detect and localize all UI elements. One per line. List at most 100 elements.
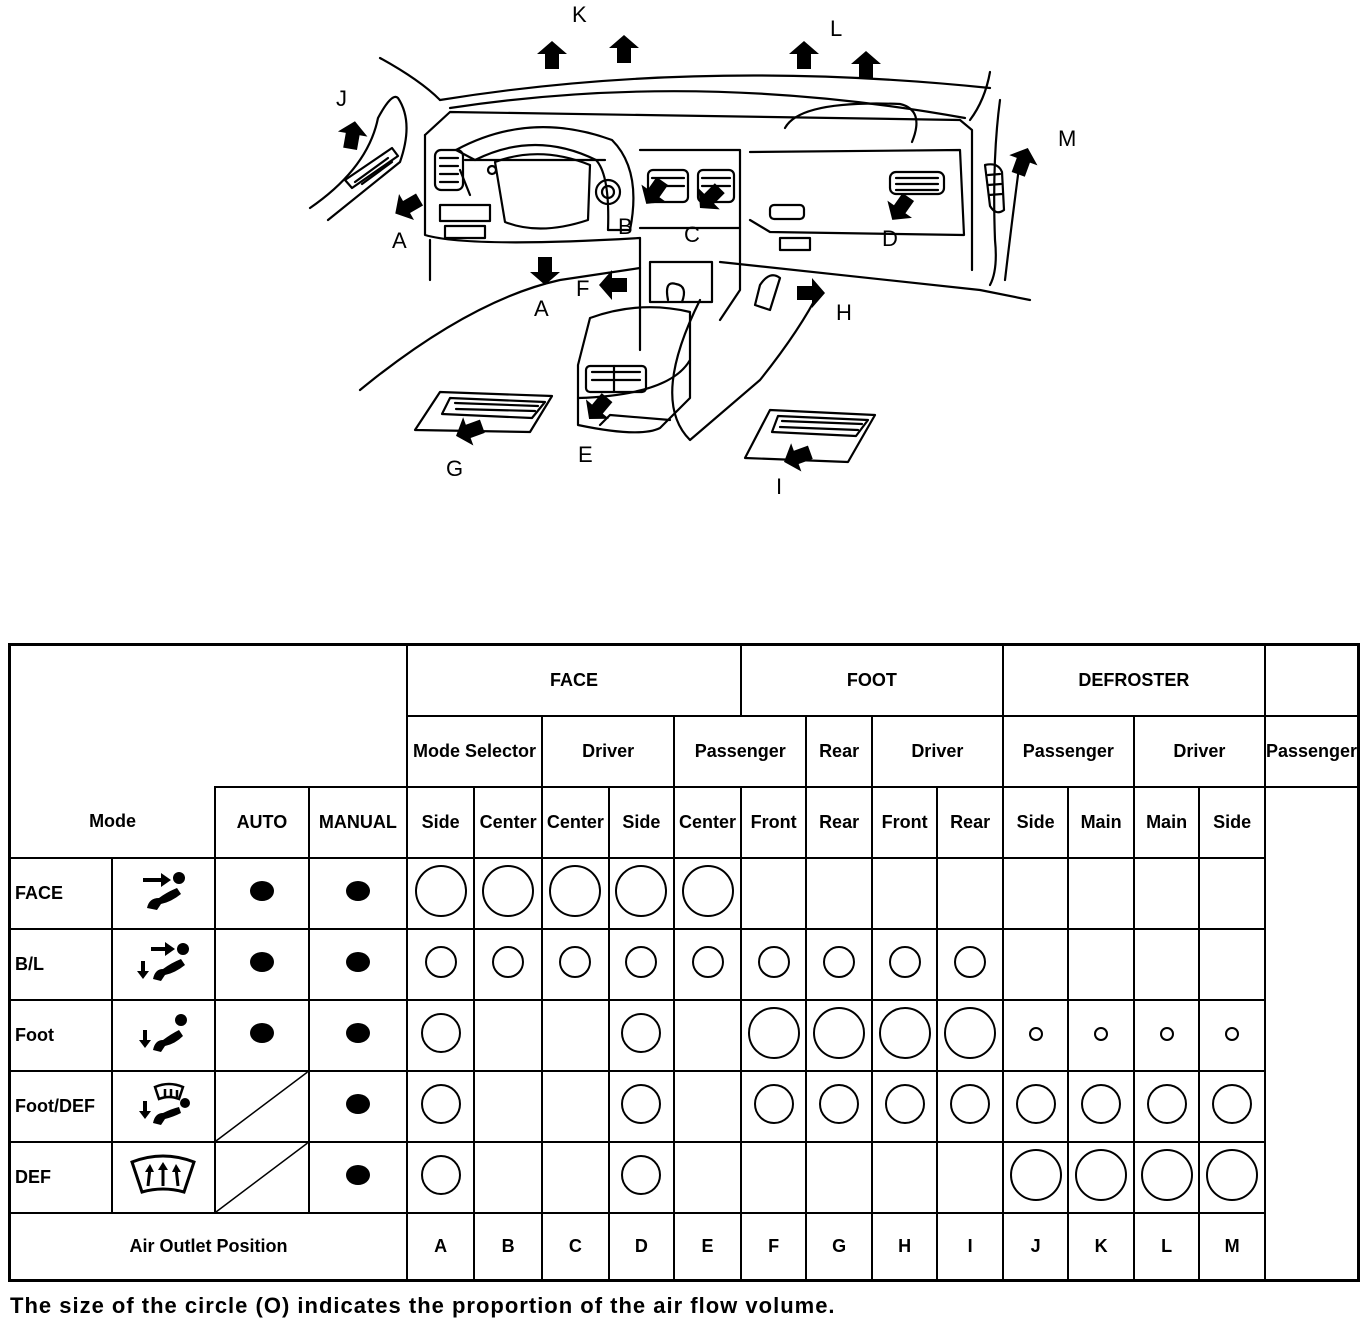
airflow-cell-l xyxy=(1132,927,1201,1001)
header-group-foot: FOOT xyxy=(739,643,1004,717)
airflow-volume-circle xyxy=(884,1083,925,1124)
airflow-volume-circle xyxy=(482,864,535,917)
airflow-volume-circle xyxy=(492,945,525,978)
outlet-position-a: A xyxy=(406,1211,476,1282)
outlet-label-b: B xyxy=(618,214,633,239)
airflow-cell-a xyxy=(406,1069,476,1143)
airflow-cell-b xyxy=(473,856,544,930)
airflow-volume-circle xyxy=(621,1083,662,1124)
header-col-l: Main xyxy=(1132,785,1201,859)
airflow-volume-circle xyxy=(681,864,734,917)
airflow-cell-h xyxy=(870,998,939,1072)
header-def-passenger: Passenger xyxy=(1263,714,1360,788)
header-foot-passenger: Passenger xyxy=(1001,714,1135,788)
manual-selector-cell xyxy=(307,856,409,930)
airflow-cell-m xyxy=(1198,998,1266,1072)
airflow-cell-g xyxy=(805,856,873,930)
airflow-cell-f xyxy=(739,927,808,1001)
not-available-slash xyxy=(216,1143,308,1212)
airflow-cell-i xyxy=(936,1140,1004,1214)
airflow-cell-j xyxy=(1001,856,1070,930)
airflow-volume-circle xyxy=(621,1154,662,1195)
airflow-cell-f xyxy=(739,856,808,930)
airflow-volume-circle xyxy=(823,945,856,978)
outlet-label-l: L xyxy=(830,16,842,41)
airflow-cell-k xyxy=(1067,927,1135,1001)
header-face-passenger: Passenger xyxy=(673,714,808,788)
outlet-label-c: C xyxy=(684,222,700,247)
airflow-cell-m xyxy=(1198,927,1266,1001)
airflow-volume-circle xyxy=(1206,1148,1259,1201)
airflow-volume-circle xyxy=(747,1006,800,1059)
outlet-label-f: F xyxy=(576,276,589,301)
airflow-cell-k xyxy=(1067,856,1135,930)
mode-icon-cell xyxy=(110,927,217,1001)
airflow-cell-d xyxy=(607,1140,676,1214)
airflow-volume-circle xyxy=(1081,1083,1122,1124)
outlet-position-g: G xyxy=(805,1211,873,1282)
airflow-cell-b xyxy=(473,998,544,1072)
airflow-volume-circle xyxy=(414,864,467,917)
airflow-volume-circle xyxy=(420,1154,461,1195)
outlet-label-e: E xyxy=(578,442,593,467)
airflow-volume-circle xyxy=(753,1083,794,1124)
header-face-driver: Driver xyxy=(541,714,676,788)
manual-available-dot xyxy=(345,880,370,901)
airflow-cell-d xyxy=(607,927,676,1001)
auto-selector-cell xyxy=(214,1069,310,1143)
auto-selector-cell xyxy=(214,856,310,930)
manual-selector-cell xyxy=(307,1069,409,1143)
manual-selector-cell xyxy=(307,927,409,1001)
airflow-cell-c xyxy=(541,1069,610,1143)
airflow-cell-e xyxy=(673,998,742,1072)
airflow-cell-c xyxy=(541,998,610,1072)
outlet-position-k: K xyxy=(1067,1211,1135,1282)
airflow-arrows xyxy=(335,35,1042,476)
outlet-label-a-bottom: A xyxy=(534,296,549,321)
foot-mode-icon xyxy=(114,1010,213,1061)
header-col-f: Front xyxy=(739,785,808,859)
mode-row-2: Foot xyxy=(8,998,1359,1072)
defrost-mode-icon xyxy=(114,1152,213,1203)
mode-icon-cell xyxy=(110,1140,217,1214)
airflow-cell-k xyxy=(1067,1140,1135,1214)
airflow-volume-circle xyxy=(1140,1148,1193,1201)
footnote: The size of the circle (O) indicates the… xyxy=(10,1293,836,1318)
airflow-cell-c xyxy=(541,927,610,1001)
airflow-cell-m xyxy=(1198,856,1266,930)
auto-selector-cell xyxy=(214,927,310,1001)
airflow-volume-circle xyxy=(1009,1148,1062,1201)
dashboard-airflow-diagram: A B C D A F H E G I J K L M xyxy=(308,2,1076,499)
header-group-face: FACE xyxy=(406,643,742,717)
foot-def-mode-icon xyxy=(114,1081,213,1132)
outlet-label-h: H xyxy=(836,300,852,325)
airflow-cell-b xyxy=(473,1140,544,1214)
airflow-cell-i xyxy=(936,927,1004,1001)
airflow-volume-circle xyxy=(954,945,987,978)
airflow-cell-h xyxy=(870,927,939,1001)
header-col-e: Center xyxy=(673,785,742,859)
outlet-label-j: J xyxy=(336,86,347,111)
manual-selector-cell xyxy=(307,1140,409,1214)
airflow-cell-m xyxy=(1198,1140,1266,1214)
airflow-cell-f xyxy=(739,1069,808,1143)
airflow-volume-circle xyxy=(1225,1026,1240,1041)
airflow-volume-circle xyxy=(888,945,921,978)
mode-name: Foot xyxy=(8,998,113,1072)
airflow-cell-b xyxy=(473,927,544,1001)
outlet-label-k: K xyxy=(572,2,587,27)
airflow-cell-g xyxy=(805,927,873,1001)
airflow-volume-circle xyxy=(1028,1026,1043,1041)
outlet-position-f: F xyxy=(739,1211,808,1282)
airflow-cell-d xyxy=(607,1069,676,1143)
outlet-position-l: L xyxy=(1132,1211,1201,1282)
mode-name: FACE xyxy=(8,856,113,930)
airflow-cell-c xyxy=(541,1140,610,1214)
airflow-cell-i xyxy=(936,998,1004,1072)
airflow-volume-circle xyxy=(878,1006,931,1059)
airflow-cell-a xyxy=(406,1140,476,1214)
header-manual: MANUAL xyxy=(307,785,409,859)
airflow-cell-b xyxy=(473,1069,544,1143)
airflow-cell-m xyxy=(1198,1069,1266,1143)
outlet-position-h: H xyxy=(870,1211,939,1282)
